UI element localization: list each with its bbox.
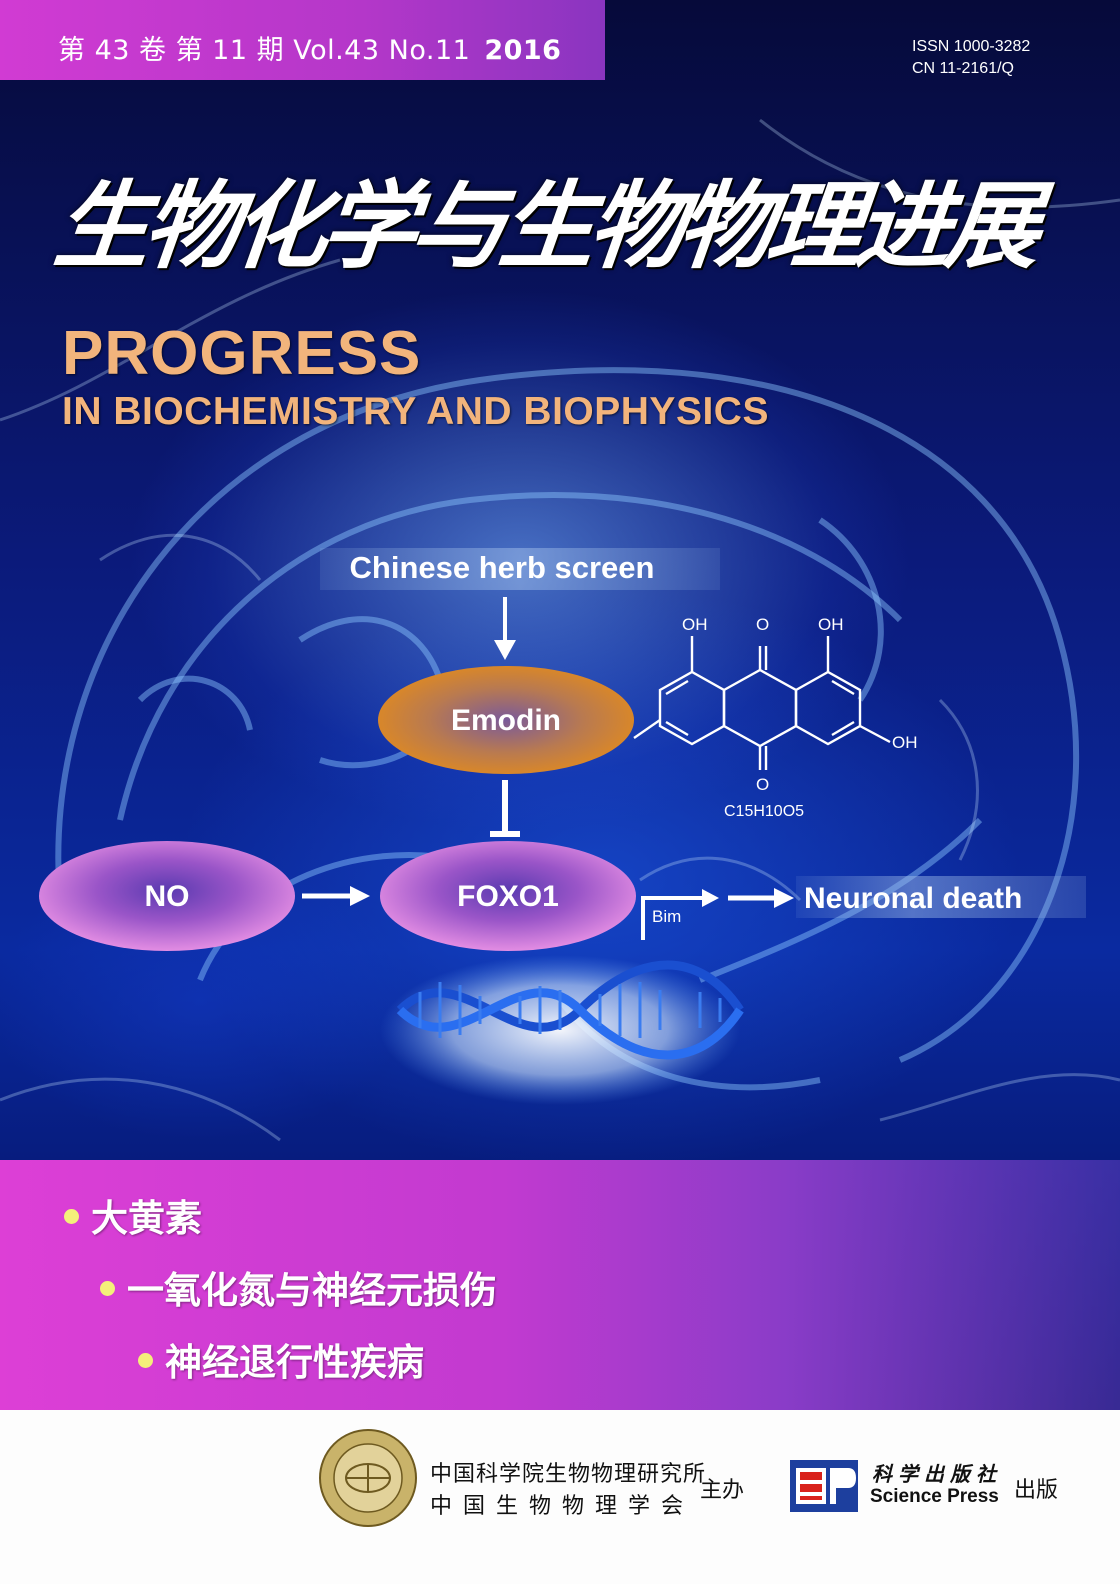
institute-seal-icon [319, 1429, 417, 1527]
publisher-name-chinese: 科学出版社 [872, 1462, 1002, 1486]
publisher-name-english: Science Press [870, 1486, 999, 1507]
sponsor-institute: 中国科学院生物物理研究所 [430, 1462, 707, 1487]
issue-info: 第 43 卷 第 11 期 Vol.43 No.11 2016 [58, 28, 561, 67]
sponsor-role: 主办 [700, 1478, 745, 1503]
screen-label: Chinese herb screen [350, 550, 655, 585]
dna-helix [396, 960, 744, 1060]
no-label: NO [145, 880, 190, 913]
bullet-icon [138, 1353, 153, 1368]
foxo1-node [380, 841, 636, 951]
no-to-foxo1-arrow [302, 886, 370, 906]
emodin-label: Emodin [451, 704, 561, 737]
bullet-icon [64, 1209, 79, 1224]
issn-number: ISSN 1000-3282 [912, 38, 1031, 55]
topic-label: 一氧化氮与神经元损伤 [127, 1269, 497, 1312]
bullet-icon [100, 1281, 115, 1296]
cn-number: CN 11-2161/Q [912, 60, 1014, 77]
oh-label: OH [892, 733, 918, 752]
emodin-structure [633, 636, 891, 770]
science-press-logo-icon [790, 1460, 858, 1512]
death-arrow [728, 888, 794, 908]
oh-label: OH [818, 615, 844, 634]
issue-band [0, 0, 605, 80]
footer [0, 1410, 1120, 1584]
topic-item: 大黄素 [64, 1188, 202, 1242]
sponsor-society: 中国生物物理学会 [430, 1494, 695, 1519]
issue-year: 2016 [484, 35, 562, 66]
carbonyl-o-label: O [756, 775, 769, 794]
inhibition-bar [490, 780, 520, 837]
topic-item: 神经退行性疾病 [138, 1332, 424, 1386]
bim-arrow [641, 889, 719, 940]
oh-label: OH [682, 615, 708, 634]
emodin-atom-labels: OH O OH OH O C15H10O5 [682, 615, 918, 820]
death-label: Neuronal death [804, 882, 1022, 915]
issue-volume: 第 43 卷 第 11 期 Vol.43 No.11 [58, 35, 471, 66]
death-banner [796, 876, 1086, 918]
topic-label: 大黄素 [91, 1197, 202, 1240]
journal-title-progress: PROGRESS [62, 319, 422, 388]
emodin-node [378, 666, 634, 774]
topics-band [0, 1160, 1120, 1410]
topic-item: 一氧化氮与神经元损伤 [100, 1260, 497, 1314]
pathway-diagram: Chinese herb screen Emodin NO FOXO1 Bim [39, 548, 1086, 1060]
carbonyl-o-label: O [756, 615, 769, 634]
issn-block: ISSN 1000-3282 CN 11-2161/Q [912, 36, 1030, 80]
journal-title-subtitle: IN BIOCHEMISTRY AND BIOPHYSICS [62, 390, 769, 433]
no-node [39, 841, 295, 951]
publisher-role: 出版 [1014, 1478, 1059, 1503]
molecular-formula: C15H10O5 [724, 803, 804, 820]
screen-banner [320, 548, 720, 590]
screen-arrow [494, 597, 516, 660]
topic-label: 神经退行性疾病 [165, 1341, 424, 1384]
foxo1-label: FOXO1 [457, 880, 559, 913]
bim-label: Bim [652, 907, 681, 926]
